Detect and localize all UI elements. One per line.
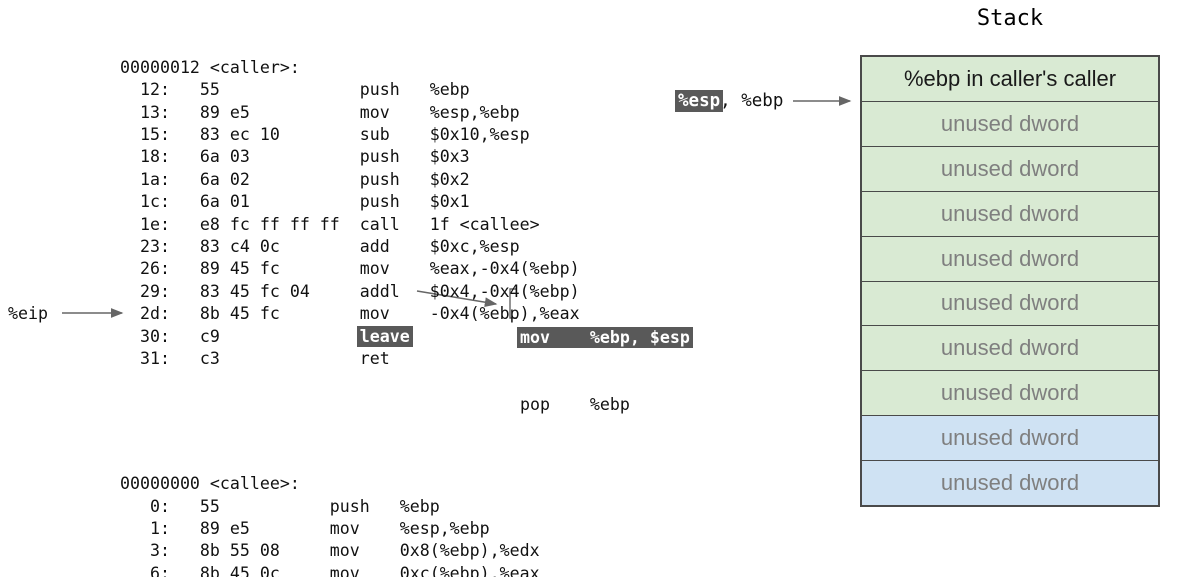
- disasm-line: 30: c9 leave: [120, 325, 580, 348]
- disasm-text: 18: 6a 03 push $0x3: [120, 147, 470, 167]
- stack-title: Stack: [976, 6, 1044, 31]
- stack-row-label: unused dword: [940, 110, 1080, 136]
- stack-row-label: unused dword: [940, 245, 1080, 271]
- disasm-line: 1a: 6a 02 push $0x2: [120, 169, 580, 191]
- stack-row-label: unused dword: [940, 380, 1080, 406]
- disasm-text: 6: 8b 45 0c mov 0xc(%ebp),%eax: [120, 563, 540, 577]
- stack-row: unused dword: [862, 280, 1158, 326]
- disasm-line: 26: 89 45 fc mov %eax,-0x4(%ebp): [120, 258, 580, 280]
- stack-row-label: unused dword: [940, 200, 1080, 226]
- disasm-line: 15: 83 ec 10 sub $0x10,%esp: [120, 124, 580, 146]
- stack-row-label: %ebp in caller's caller: [903, 65, 1117, 91]
- disasm-text: 15: 83 ec 10 sub $0x10,%esp: [120, 125, 530, 145]
- disasm-text: 13: 89 e5 mov %esp,%ebp: [120, 102, 520, 122]
- pop-ebp-text: pop %ebp: [520, 395, 630, 415]
- disasm-text: 29: 83 45 fc 04 addl $0x4,-0x4(%ebp): [120, 281, 580, 301]
- disasm-text: 3: 8b 55 08 mov 0x8(%ebp),%edx: [120, 541, 540, 561]
- block-gap: [120, 415, 580, 428]
- stack-row: unused dword: [862, 235, 1158, 281]
- leave-mov-line: mov %ebp, $esp: [517, 326, 693, 349]
- disasm-text: 30: c9: [120, 326, 360, 346]
- disasm-line: 1e: e8 fc ff ff ff call 1f <callee>: [120, 214, 580, 236]
- disasm-text: 12: 55 push %ebp: [120, 80, 470, 100]
- disassembly-listing: 00000012 <caller>: 12: 55 push %ebp 13: …: [120, 12, 580, 577]
- disasm-text: 00000012 <caller>:: [120, 57, 300, 77]
- stack-row-label: unused dword: [940, 290, 1080, 316]
- stack-row: unused dword: [862, 100, 1158, 146]
- stack-row-label: unused dword: [940, 155, 1080, 181]
- disasm-line: 00000012 <caller>:: [120, 57, 580, 79]
- mov-ebp-esp-highlight: mov %ebp, $esp: [517, 326, 693, 348]
- disasm-text: 1c: 6a 01 push $0x1: [120, 192, 470, 212]
- stack-row: unused dword: [862, 370, 1158, 416]
- stack-row: unused dword: [862, 145, 1158, 191]
- disasm-line: 1c: 6a 01 push $0x1: [120, 191, 580, 213]
- stack-row-label: unused dword: [940, 425, 1080, 451]
- disasm-text: 1a: 6a 02 push $0x2: [120, 169, 470, 189]
- ebp-register-text: , %ebp: [720, 91, 784, 111]
- leave-pop-line: pop %ebp: [520, 394, 690, 416]
- disasm-line: 2d: 8b 45 fc mov -0x4(%ebp),%eax: [120, 303, 580, 325]
- disasm-line: 0: 55 push %ebp: [120, 496, 580, 518]
- leave-expansion: mov %ebp, $esp pop %ebp: [517, 282, 693, 461]
- stack-row: unused dword: [862, 325, 1158, 371]
- caller-disassembly: 00000012 <caller>: 12: 55 push %ebp 13: …: [120, 57, 580, 371]
- disasm-line: 12: 55 push %ebp: [120, 79, 580, 101]
- esp-register-highlight: %esp: [675, 90, 724, 112]
- disasm-line: 6: 8b 45 0c mov 0xc(%ebp),%eax: [120, 563, 580, 577]
- callee-disassembly: 00000000 <callee>: 0: 55 push %ebp 1: 89…: [120, 473, 580, 577]
- disasm-line: 00000000 <callee>:: [120, 473, 580, 495]
- stack-row-label: unused dword: [940, 470, 1080, 496]
- stack-diagram: %ebp in caller's caller unused dword unuse…: [860, 55, 1160, 507]
- disasm-text: 1e: e8 fc ff ff ff call 1f <callee>: [120, 214, 540, 234]
- stack-row: unused dword: [862, 460, 1158, 506]
- disasm-line: 29: 83 45 fc 04 addl $0x4,-0x4(%ebp): [120, 281, 580, 303]
- disasm-text: 26: 89 45 fc mov %eax,-0x4(%ebp): [120, 259, 580, 279]
- disasm-text: 31: c3 ret: [120, 349, 390, 369]
- stack-row: %ebp in caller's caller: [862, 57, 1158, 101]
- disasm-line: 31: c3 ret: [120, 348, 580, 370]
- disasm-line: 3: 8b 55 08 mov 0x8(%ebp),%edx: [120, 540, 580, 562]
- stack-row: unused dword: [862, 415, 1158, 461]
- stack-row-label: unused dword: [940, 335, 1080, 361]
- disasm-line: 18: 6a 03 push $0x3: [120, 146, 580, 168]
- disasm-text: 2d: 8b 45 fc mov -0x4(%ebp),%eax: [120, 304, 580, 324]
- disasm-text: 0: 55 push %ebp: [120, 496, 440, 516]
- disasm-line: 23: 83 c4 0c add $0xc,%esp: [120, 236, 580, 258]
- stack-row: unused dword: [862, 190, 1158, 236]
- eip-register-label: %eip: [8, 304, 48, 323]
- disasm-line: 1: 89 e5 mov %esp,%ebp: [120, 518, 580, 540]
- disasm-text: 1: 89 e5 mov %esp,%ebp: [120, 518, 490, 538]
- disasm-line: 13: 89 e5 mov %esp,%ebp: [120, 102, 580, 124]
- highlighted-instruction: leave: [356, 325, 413, 347]
- esp-ebp-annotation: %esp, %ebp: [675, 89, 784, 113]
- disasm-text: 00000000 <callee>:: [120, 474, 300, 494]
- disasm-text: 23: 83 c4 0c add $0xc,%esp: [120, 237, 520, 257]
